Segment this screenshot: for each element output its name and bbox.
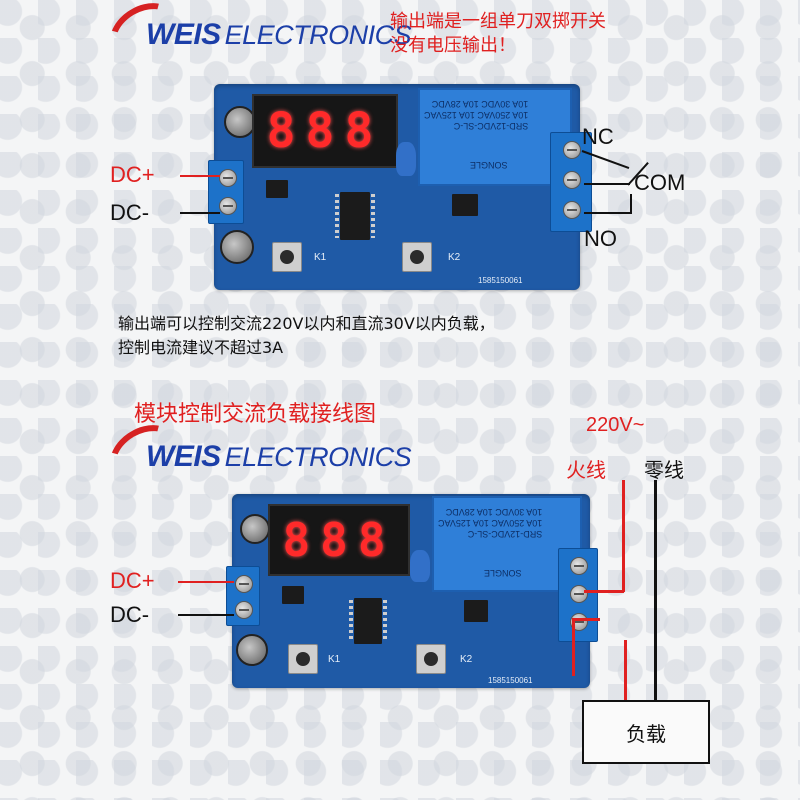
k2-button[interactable] xyxy=(416,644,446,674)
brand-word-weis: WEIS xyxy=(146,440,221,473)
led-display: 888 xyxy=(252,94,398,168)
bottom-dc-plus-wire xyxy=(178,581,234,583)
relay-component: SRD-12VDC-SL-C 10A 250VAC 10A 125VAC 10A… xyxy=(432,496,582,592)
capacitor xyxy=(224,106,256,138)
film-capacitor xyxy=(396,142,416,176)
bottom-dc-plus-label: DC+ xyxy=(110,568,155,593)
dc-plus-screw xyxy=(219,169,237,187)
transistor-chip xyxy=(282,586,304,604)
relay-brand: SONGLE xyxy=(470,160,508,170)
bottom-title: 模块控制交流负载接线图 xyxy=(134,402,377,427)
brand-word-electronics: ELECTRONICS xyxy=(224,442,412,472)
nc-screw xyxy=(570,557,588,575)
k1-label: K1 xyxy=(314,252,327,263)
no-wire-horizontal xyxy=(584,212,632,214)
pcb-code: 1585150061 xyxy=(488,676,533,685)
description-line-2: 控制电流建议不超过3A xyxy=(118,338,284,357)
voltage-label: 220V~ xyxy=(586,414,645,436)
k1-button[interactable] xyxy=(272,242,302,272)
com-screw xyxy=(570,585,588,603)
relay-component: SRD-12VDC-SL-C 10A 250VAC 10A 125VAC 10A… xyxy=(418,88,572,186)
relay-model: SRD-12VDC-SL-C xyxy=(467,529,543,539)
top-note-line-1: 输出端是一组单刀双掷开关 xyxy=(390,11,606,32)
film-capacitor xyxy=(410,550,430,582)
description-text: 输出端可以控制交流220V以内和直流30V以内负载， 控制电流建议不超过3A xyxy=(118,312,495,360)
k1-label: K1 xyxy=(328,654,341,665)
brand-logo: WEIS ELECTRONICS xyxy=(146,440,412,474)
relay-rating-2: 10A 30VDC 10A 28VDC xyxy=(445,507,543,517)
top-dc-plus-label: DC+ xyxy=(110,162,155,187)
relay-brand: SONGLE xyxy=(484,568,522,578)
top-dc-minus-wire xyxy=(180,212,220,214)
optocoupler-chip xyxy=(464,600,488,622)
relay-model: SRD-12VDC-SL-C xyxy=(453,121,529,131)
top-com-label: COM xyxy=(634,170,686,195)
no-wire-horizontal xyxy=(572,618,600,621)
dc-terminal-block xyxy=(208,160,244,224)
neutral-wire-label: 零线 xyxy=(644,458,684,482)
dc-terminal-block xyxy=(226,566,260,626)
capacitor xyxy=(236,634,268,666)
ic-pins-left xyxy=(335,194,339,238)
pcb-code: 1585150061 xyxy=(478,276,523,285)
no-wire-vertical xyxy=(630,194,632,214)
optocoupler-chip xyxy=(452,194,478,216)
brand-logo: WEIS ELECTRONICS xyxy=(146,18,412,52)
capacitor xyxy=(220,230,254,264)
live-wire-label: 火线 xyxy=(566,458,606,482)
ic-pins-left xyxy=(349,600,353,642)
k2-label: K2 xyxy=(460,654,473,665)
bottom-dc-minus-wire xyxy=(178,614,234,616)
relay-module-board-bottom: 888 SRD-12VDC-SL-C 10A 250VAC 10A 125VAC… xyxy=(226,494,598,688)
dc-plus-screw xyxy=(235,575,253,593)
output-terminal-block xyxy=(558,548,598,642)
live-wire-top-vertical xyxy=(622,480,625,592)
com-screw xyxy=(563,171,581,189)
k2-button[interactable] xyxy=(402,242,432,272)
brand-word-electronics: ELECTRONICS xyxy=(224,20,412,50)
ic-chip xyxy=(340,192,370,240)
top-dc-plus-wire xyxy=(180,175,220,177)
top-note-line-2: 没有电压输出！ xyxy=(390,35,516,56)
dc-minus-screw xyxy=(235,601,253,619)
com-wire xyxy=(584,183,630,185)
load-label: 负载 xyxy=(626,721,666,746)
nc-screw xyxy=(563,141,581,159)
display-digits: 888 xyxy=(266,103,384,159)
description-line-1: 输出端可以控制交流220V以内和直流30V以内负载， xyxy=(118,314,495,333)
dc-minus-screw xyxy=(219,197,237,215)
k2-label: K2 xyxy=(448,252,461,263)
capacitor xyxy=(240,514,270,544)
display-digits: 888 xyxy=(282,513,396,567)
output-terminal-block xyxy=(550,132,592,232)
load-wire-left xyxy=(624,640,627,700)
live-wire-to-com xyxy=(584,590,624,593)
ic-pins-right xyxy=(383,600,387,642)
top-dc-minus-label: DC- xyxy=(110,200,150,225)
load-box: 负载 xyxy=(582,700,710,764)
top-no-label: NO xyxy=(584,226,617,251)
k1-button[interactable] xyxy=(288,644,318,674)
neutral-wire-vertical xyxy=(654,480,657,702)
top-note: 输出端是一组单刀双掷开关 没有电压输出！ xyxy=(390,10,606,58)
ic-chip xyxy=(354,598,382,644)
top-nc-label: NC xyxy=(582,124,614,149)
relay-rating-1: 10A 250VAC 10A 125VAC xyxy=(424,110,529,120)
relay-rating-2: 10A 30VDC 10A 28VDC xyxy=(431,99,529,109)
brand-word-weis: WEIS xyxy=(146,18,221,51)
bottom-dc-minus-label: DC- xyxy=(110,602,150,627)
ic-pins-right xyxy=(371,194,375,238)
relay-rating-1: 10A 250VAC 10A 125VAC xyxy=(438,518,543,528)
relay-module-board-top: 888 SRD-12VDC-SL-C 10A 250VAC 10A 125VAC… xyxy=(208,84,592,290)
no-wire-vertical xyxy=(572,618,575,676)
transistor-chip xyxy=(266,180,288,198)
no-screw xyxy=(563,201,581,219)
led-display: 888 xyxy=(268,504,410,576)
